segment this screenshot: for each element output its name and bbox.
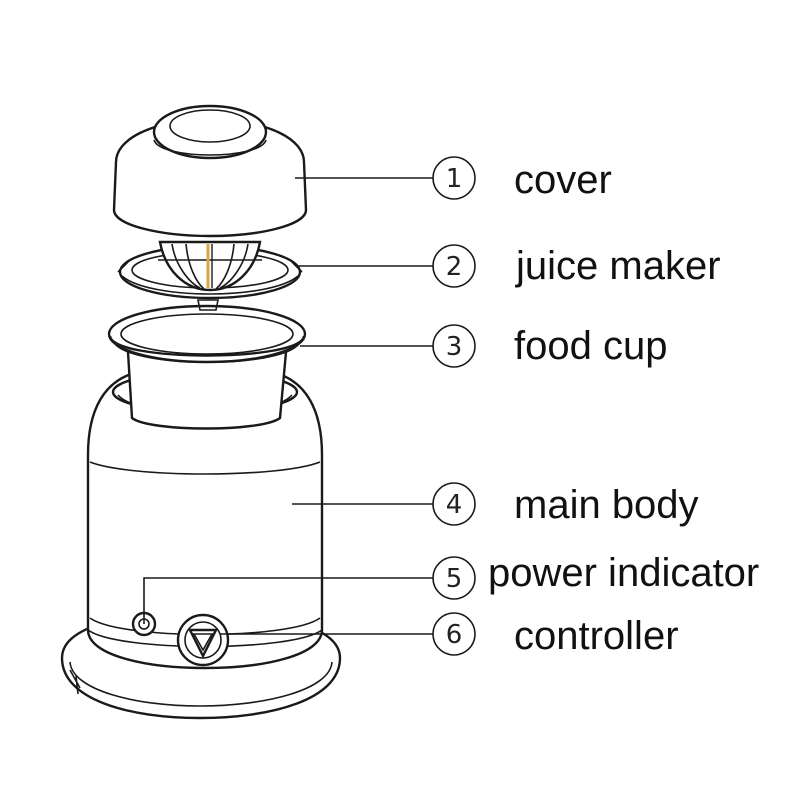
- label-power-indicator: power indicator: [488, 551, 760, 595]
- part-number-circle: [432, 612, 476, 656]
- part-number-2: 2: [446, 252, 463, 282]
- controller-knob: [176, 613, 230, 667]
- label-juice-maker: juice maker: [516, 244, 721, 288]
- label-food-cup: food cup: [514, 324, 668, 368]
- part-number-3: 3: [446, 332, 463, 362]
- part-number-circle: [432, 244, 476, 288]
- leader-lines: [143, 177, 433, 635]
- label-main-body: main body: [514, 483, 699, 527]
- juice-maker: [117, 240, 303, 311]
- label-controller: controller: [514, 614, 679, 658]
- leader-line-5: [143, 577, 433, 624]
- part-number-4: 4: [446, 490, 463, 520]
- part-number-5: 5: [446, 564, 463, 594]
- part-number-1: 1: [446, 164, 463, 194]
- part-number-circle: [432, 324, 476, 368]
- part-number-circle: [432, 556, 476, 600]
- part-number-circle: [432, 482, 476, 526]
- label-cover: cover: [514, 158, 612, 202]
- cover: [112, 104, 308, 238]
- part-number-6: 6: [446, 620, 463, 650]
- part-number-circle: [432, 156, 476, 200]
- part-number-circles: 1 2 3 4 5 6: [432, 156, 476, 656]
- food-cup: [107, 304, 307, 430]
